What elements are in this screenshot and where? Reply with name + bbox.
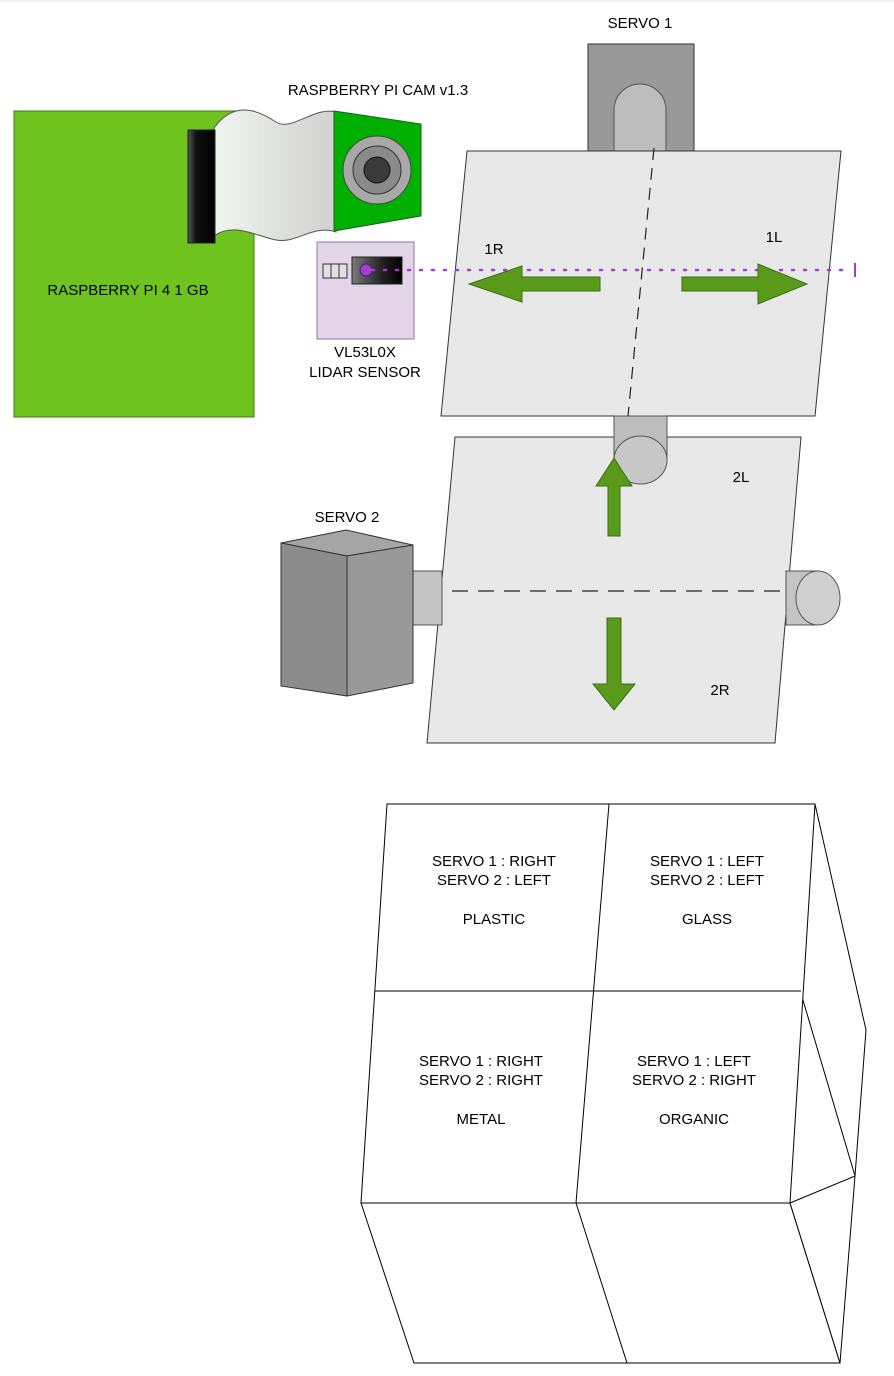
bin-glass-material: GLASS (682, 911, 732, 928)
sorting-platform-1 (440, 150, 842, 417)
bin-metal-servo2: SERVO 2 : RIGHT (419, 1072, 543, 1089)
lidar-pin-header (322, 263, 348, 279)
bin-plastic-servo1: SERVO 1 : RIGHT (432, 853, 556, 870)
bin-plastic: SERVO 1 : RIGHT SERVO 2 : LEFT PLASTIC (432, 853, 556, 928)
direction-label-2l: 2L (733, 469, 750, 486)
bins-bottom-divider (575, 1202, 628, 1364)
direction-label-2r: 2R (710, 682, 729, 699)
sorting-bins (360, 803, 867, 1364)
servo-1-shaft (613, 83, 667, 153)
bin-glass: SERVO 1 : LEFT SERVO 2 : LEFT GLASS (650, 853, 764, 928)
csi-connector (187, 129, 216, 244)
raspberry-pi-label: RASPBERRY PI 4 1 GB (47, 282, 208, 299)
servo-2 (280, 529, 414, 697)
bin-metal: SERVO 1 : RIGHT SERVO 2 : RIGHT METAL (419, 1053, 543, 1128)
platform-2-right-shaft (785, 570, 841, 626)
direction-label-1l: 1L (766, 229, 783, 246)
platform-link-shaft (613, 415, 668, 485)
bins-lower-side-face (789, 1175, 856, 1364)
bin-organic-servo1: SERVO 1 : LEFT (637, 1053, 751, 1070)
bins-top-face (360, 803, 816, 1204)
servo-2-side-face (346, 544, 414, 697)
sorting-platform-2 (426, 436, 802, 744)
lidar-emitter (359, 263, 373, 277)
bin-metal-material: METAL (457, 1111, 506, 1128)
bin-glass-servo2: SERVO 2 : LEFT (650, 872, 764, 889)
servo-2-front-face (280, 542, 348, 697)
servo-2-label: SERVO 2 (315, 509, 380, 526)
camera-module (333, 110, 422, 232)
lidar-label-line1: VL53L0X (334, 344, 396, 361)
lidar-label-line2: LIDAR SENSOR (309, 364, 421, 381)
bins-bottom-face (360, 1202, 841, 1364)
servo-1 (587, 43, 695, 153)
camera-lens-glass (363, 156, 391, 184)
bins-vertical-divider (575, 803, 610, 1204)
bin-metal-servo1: SERVO 1 : RIGHT (419, 1053, 543, 1070)
arrow-1r (467, 265, 601, 303)
arrow-1l (681, 263, 809, 305)
bin-organic-servo2: SERVO 2 : RIGHT (632, 1072, 756, 1089)
arrow-2l (595, 457, 633, 537)
bin-glass-servo1: SERVO 1 : LEFT (650, 853, 764, 870)
direction-label-1r: 1R (484, 241, 503, 258)
bin-plastic-material: PLASTIC (463, 911, 526, 928)
camera-label: RASPBERRY PI CAM v1.3 (288, 82, 468, 99)
bin-organic: SERVO 1 : LEFT SERVO 2 : RIGHT ORGANIC (632, 1053, 756, 1128)
bin-plastic-servo2: SERVO 2 : LEFT (437, 872, 551, 889)
platform-1-axis (627, 147, 655, 417)
arrow-2r (591, 617, 637, 711)
lidar-chip (351, 256, 403, 285)
bin-organic-material: ORGANIC (659, 1111, 729, 1128)
camera-ribbon-cable (213, 109, 337, 242)
servo-1-label: SERVO 1 (608, 15, 673, 32)
